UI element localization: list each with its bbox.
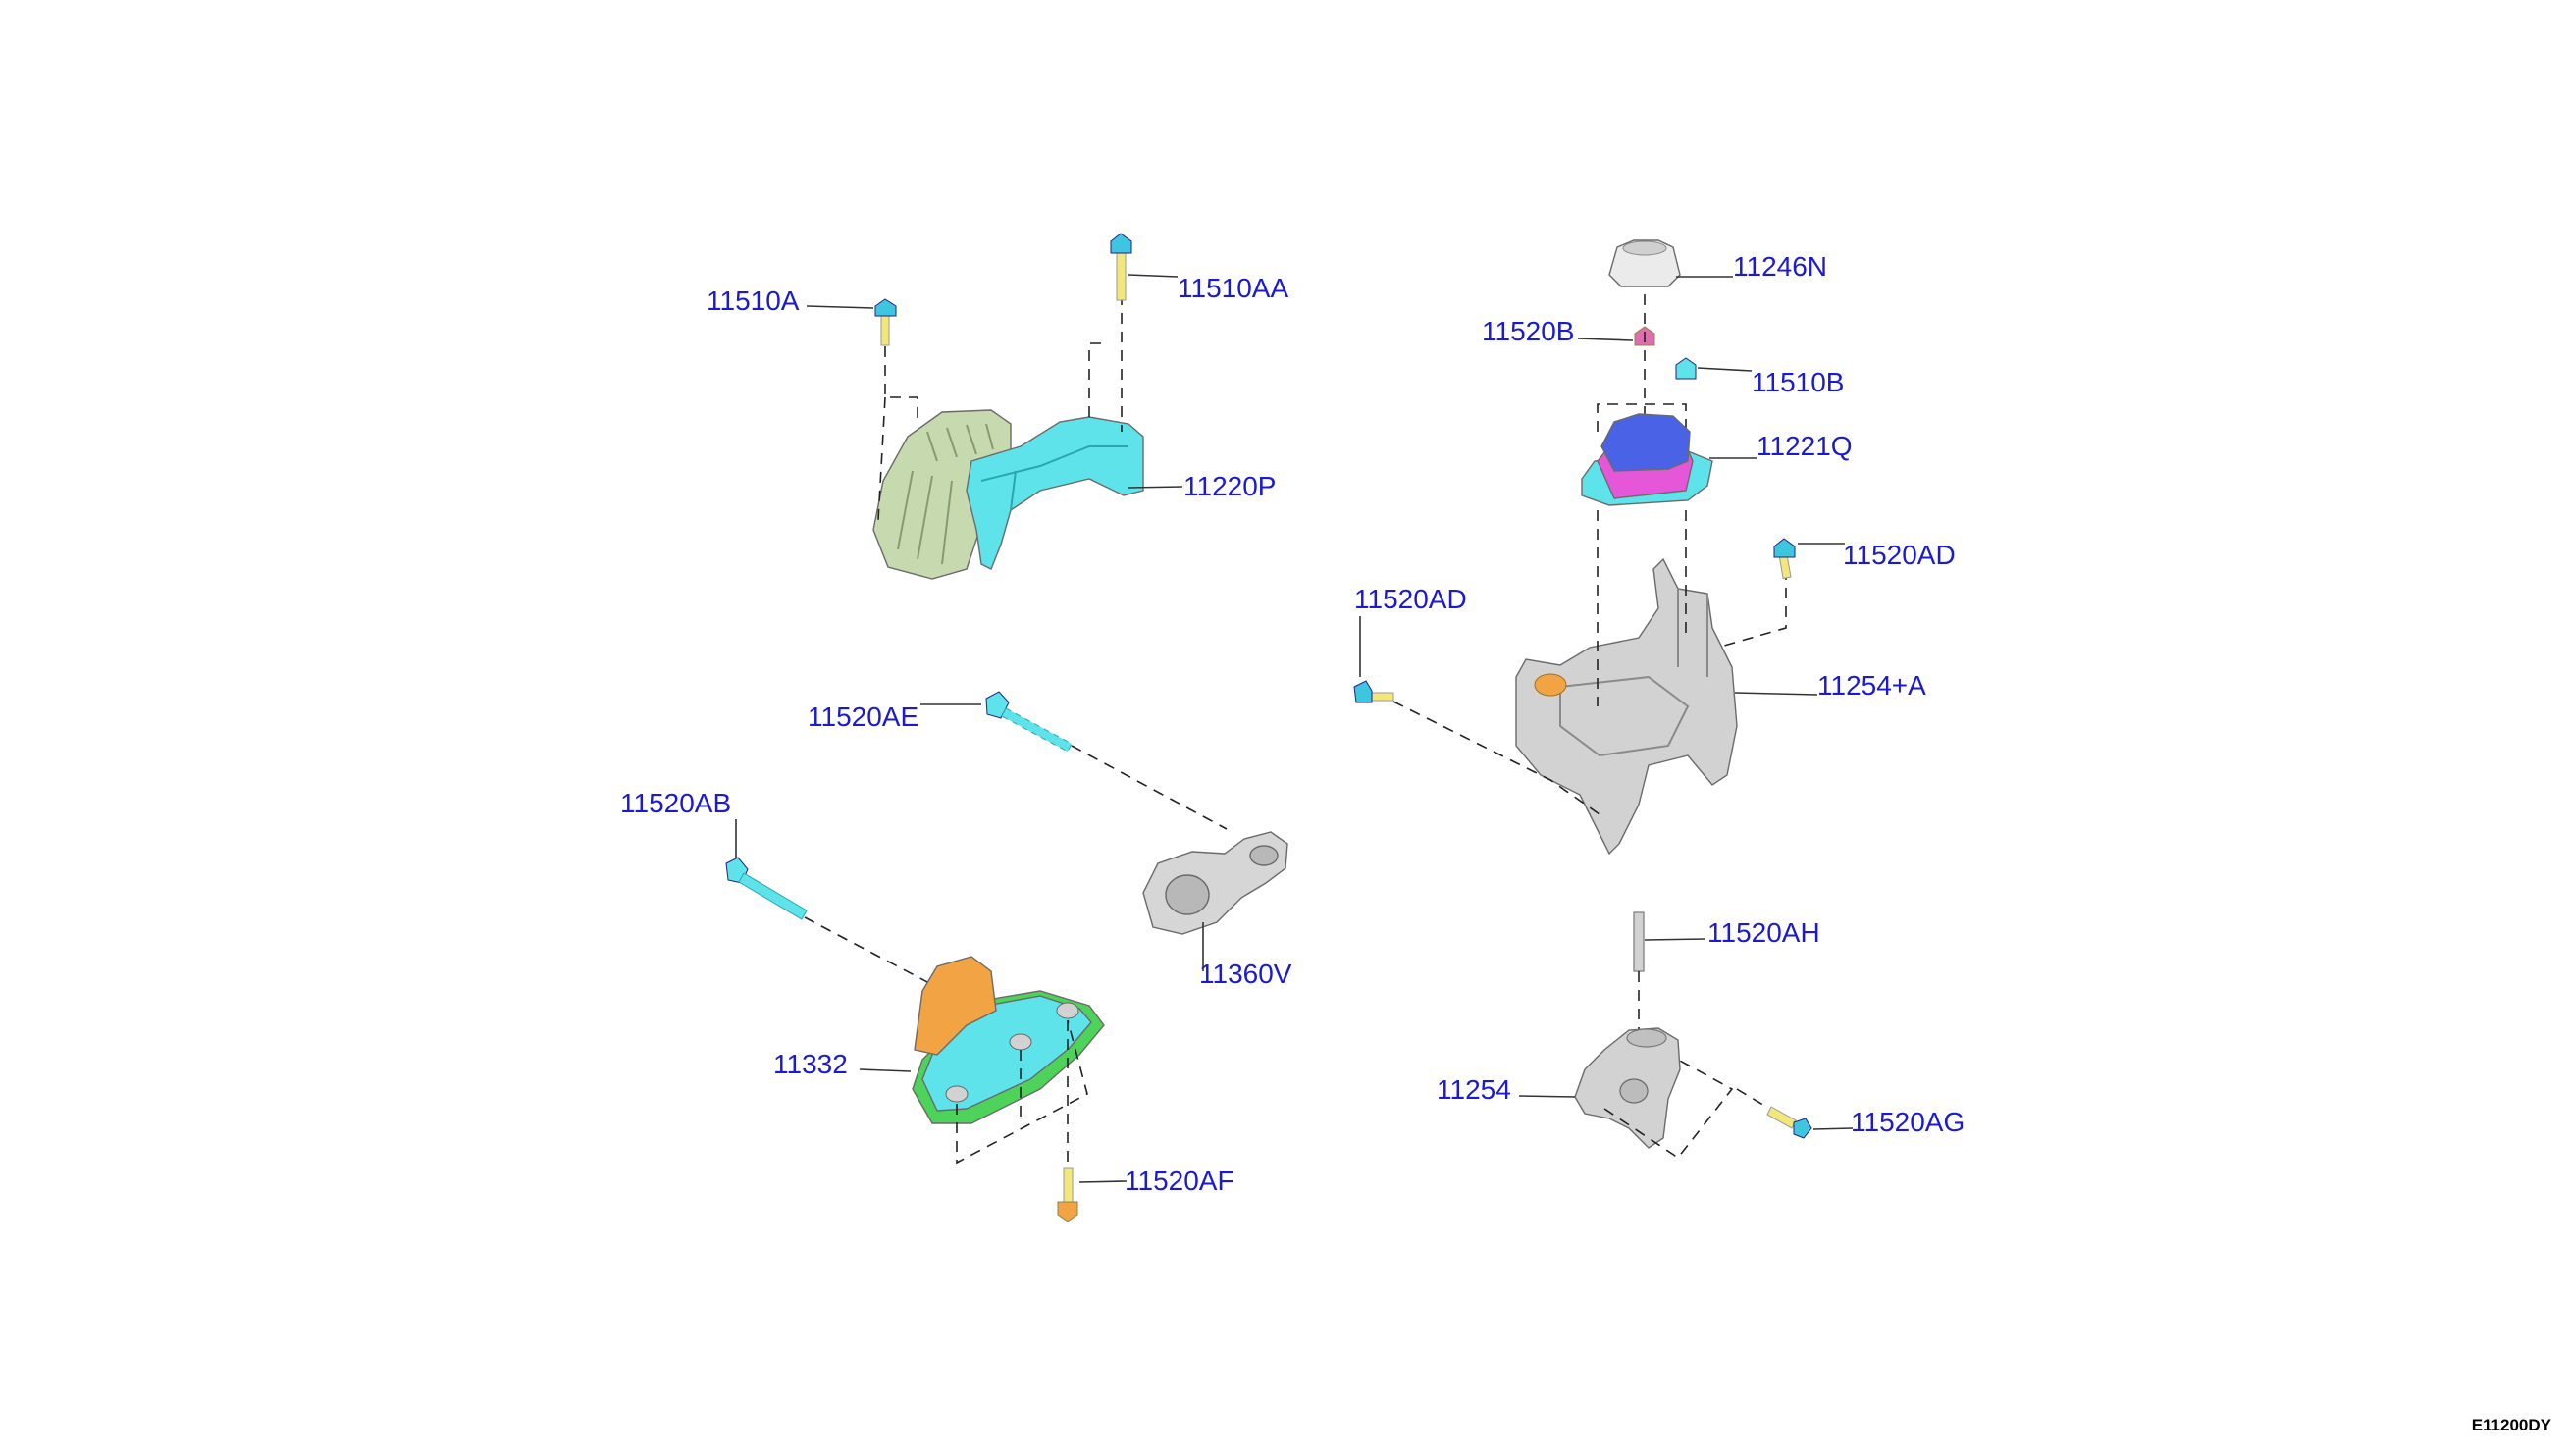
leader-11520AF (1078, 1180, 1128, 1183)
leader-11254 (1518, 1095, 1576, 1098)
leader-11510AA (1128, 274, 1179, 278)
label-11520AE: 11520AE (808, 702, 918, 732)
label-11332: 11332 (773, 1049, 848, 1079)
bolt-11520AG-head (1793, 1118, 1812, 1139)
mount-11332-stud-3 (1056, 1002, 1079, 1019)
bracket-11254A-boss (1534, 673, 1567, 697)
leader-11220P (1128, 486, 1183, 489)
leader-11510A (806, 305, 874, 309)
label-11254: 11254 (1437, 1074, 1511, 1105)
label-11520AD-left: 11520AD (1354, 584, 1467, 614)
bracket-11254-eye (1619, 1078, 1649, 1104)
bolt-11510AA-head (1110, 233, 1132, 254)
bolt-11520AD-right-head (1773, 538, 1796, 558)
label-11510A: 11510A (707, 286, 800, 316)
label-11520AF: 11520AF (1125, 1166, 1234, 1196)
torque-rod-bush-left (1165, 874, 1210, 915)
bolt-11510A-shank (880, 313, 890, 346)
label-11520B: 11520B (1482, 316, 1574, 346)
bolt-11520AB-shank (738, 872, 808, 920)
cap-11246N-top (1622, 240, 1667, 256)
bracket-11254A-detail (1559, 589, 1708, 757)
nut-11510B (1675, 357, 1697, 380)
label-11520AH: 11520AH (1707, 917, 1820, 948)
torque-rod-bush-right (1249, 845, 1279, 866)
assembly-line-11510AA (1088, 294, 1123, 432)
assembly-line-11510A (877, 346, 918, 521)
assembly-line-11520AD-left (1392, 701, 1600, 815)
label-11520AD-right: 11520AD (1843, 540, 1956, 570)
label-11510B: 11510B (1752, 367, 1844, 397)
diagram-code: E11200DY (2472, 1416, 2552, 1434)
part-11254-group (1518, 911, 1854, 1160)
label-11520AG: 11520AG (1851, 1107, 1965, 1137)
bolt-11520AD-left-head (1353, 680, 1373, 703)
bracket-11254-top (1626, 1028, 1667, 1048)
leader-11520AG (1812, 1127, 1854, 1130)
assembly-line-11520AD-right (1716, 569, 1787, 649)
bracket-11254A (1515, 557, 1738, 856)
bolt-11520AF-head (1057, 1201, 1078, 1222)
part-11332-group (725, 691, 1288, 1222)
mount-11332-stud-1 (945, 1085, 969, 1103)
mount-11221Q-blue (1600, 413, 1691, 472)
stud-11520AH (1633, 911, 1645, 972)
mount-insulator-ribs (897, 423, 994, 565)
leader-11254A (1734, 692, 1818, 696)
part-11254A-group (1353, 239, 1845, 856)
label-11246N: 11246N (1733, 251, 1827, 282)
assembly-line-11254-box (1603, 1059, 1734, 1160)
label-11220P: 11220P (1183, 471, 1276, 501)
bolt-11510A-head (874, 298, 897, 317)
leader-11510B (1697, 367, 1753, 372)
label-11254A: 11254+A (1817, 670, 1926, 701)
assembly-line-11520AG (1736, 1088, 1767, 1108)
bolt-11520AE-shank (1001, 707, 1073, 753)
assembly-line-11520AB (804, 916, 982, 1012)
bolt-11520AF-shank (1063, 1167, 1074, 1203)
label-11360V: 11360V (1199, 959, 1292, 989)
bracket-cyan-detail (980, 445, 1128, 511)
bracket-cyan (966, 416, 1144, 570)
leader-11332 (859, 1068, 912, 1072)
mount-11332-stud-2 (1009, 1033, 1032, 1051)
assembly-line-11520AE (1071, 745, 1228, 830)
label-11221Q: 11221Q (1757, 431, 1853, 461)
mount-11332-orange-block (914, 956, 997, 1056)
part-11220P-group (806, 233, 1183, 580)
assembly-line-11332-base (956, 1019, 1088, 1165)
bolt-11520AG-shank (1766, 1106, 1797, 1129)
label-11510AA: 11510AA (1178, 273, 1288, 303)
label-11520AB: 11520AB (620, 788, 731, 818)
leader-11520AH (1644, 938, 1706, 941)
bolt-11510AA-shank (1116, 250, 1127, 301)
leader-11520B (1577, 338, 1634, 341)
